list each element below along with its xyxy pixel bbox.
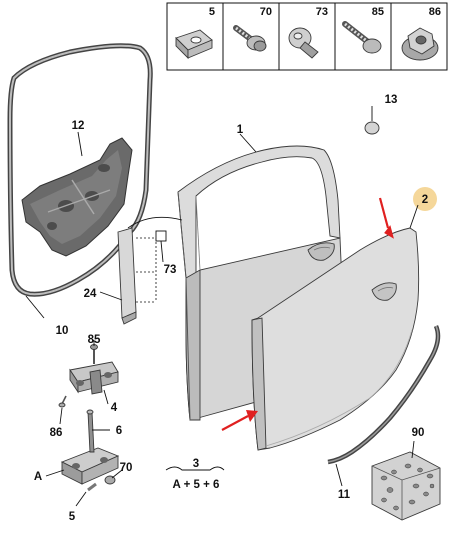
callout-A: A — [34, 471, 42, 483]
callout-3: 3 — [193, 458, 199, 470]
window-regulator — [21, 137, 133, 257]
clip-nut-icon — [175, 29, 213, 60]
hardware-number-85: 85 — [372, 6, 384, 18]
clip-kit-box — [371, 451, 441, 521]
screw-icon — [342, 21, 382, 54]
b-pillar-trim — [117, 216, 183, 325]
highlight-circle — [413, 187, 437, 211]
door-hinge-check — [58, 344, 119, 408]
callout-4: 4 — [111, 402, 118, 414]
callout-10: 10 — [56, 325, 69, 337]
outer-door-panel — [251, 227, 420, 451]
hardware-table: 5 70 73 85 86 — [166, 2, 448, 71]
flange-bolt-icon — [233, 25, 267, 52]
callout-24: 24 — [84, 288, 97, 300]
hardware-number-5: 5 — [209, 6, 215, 18]
hardware-number-86: 86 — [429, 6, 441, 18]
callout-1: 1 — [237, 124, 244, 136]
callout-90: 90 — [412, 427, 425, 439]
callout-11: 11 — [338, 489, 351, 501]
kit-formula: A + 5 + 6 — [173, 479, 220, 491]
callout-73: 73 — [164, 264, 177, 276]
red-arrow-top — [378, 197, 394, 239]
callout-85: 85 — [88, 334, 101, 346]
callout-86: 86 — [50, 427, 63, 439]
rivet-placeholder-box — [155, 230, 167, 242]
hardware-number-70: 70 — [260, 6, 272, 18]
callout-12: 12 — [72, 120, 85, 132]
push-rivet-icon — [288, 27, 319, 59]
flange-nut-icon — [401, 27, 439, 61]
callout-13: 13 — [385, 94, 398, 106]
red-arrow-bottom — [221, 410, 258, 431]
callout-70: 70 — [120, 462, 133, 474]
callout-6: 6 — [116, 425, 122, 437]
callout-2: 2 — [422, 194, 428, 206]
hardware-number-73: 73 — [316, 6, 328, 18]
weather-strip — [327, 325, 441, 465]
door-check-strap — [60, 409, 120, 492]
callout-5: 5 — [69, 511, 76, 523]
trim-clip-13 — [364, 121, 380, 135]
leader-lines — [25, 106, 419, 507]
